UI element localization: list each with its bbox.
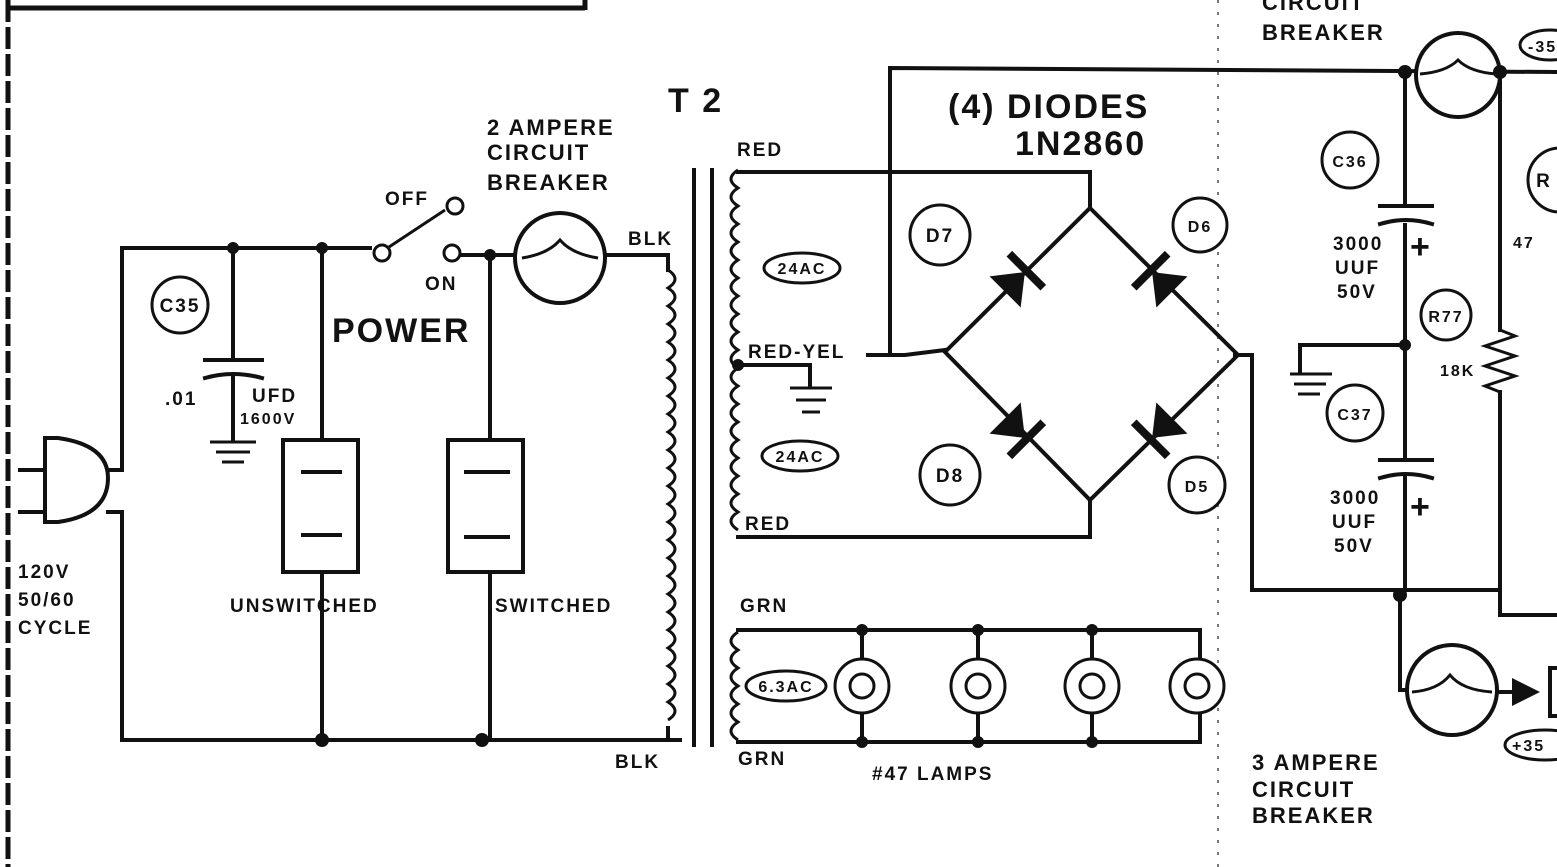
switch-on-label: ON [425, 274, 458, 295]
ac-plug [18, 436, 111, 524]
c35-label: C35 [160, 296, 201, 317]
breaker-3a-line2: CIRCUIT [1252, 777, 1355, 802]
d8-label: D8 [936, 466, 964, 487]
component-c36: C36 [1320, 130, 1380, 190]
component-d8: D8 [918, 443, 982, 507]
c36-label: C36 [1332, 154, 1367, 171]
circuit-breaker-top [1414, 31, 1502, 119]
wire-red-top: RED [737, 140, 783, 161]
breaker-top-line2: BREAKER [1262, 20, 1385, 45]
transformer-t2 [665, 168, 741, 747]
lamp-icon [949, 657, 1007, 715]
breaker-2a-line3: BREAKER [487, 170, 610, 195]
c37-label: C37 [1337, 407, 1372, 424]
breaker-2a-line2: CIRCUIT [487, 140, 590, 165]
ground-icon [1290, 372, 1332, 396]
c37-value-2: UUF [1332, 512, 1377, 533]
lamp-icon [1063, 657, 1121, 715]
wire-grn-top: GRN [740, 596, 788, 617]
component-r77: R77 [1419, 288, 1473, 342]
svg-text:+35: +35 [1512, 738, 1545, 755]
page-frame [5, 0, 1219, 867]
breaker-2a-line1: 2 AMPERE [487, 115, 615, 140]
input-voltage: 120V [18, 562, 70, 583]
secondary-wiring [736, 65, 1557, 692]
c35-value-1: .01 [165, 389, 197, 410]
wire-red-bottom: RED [745, 514, 791, 535]
d7-label: D7 [926, 226, 954, 247]
c37-value-1: 3000 [1330, 488, 1380, 509]
component-d6: D6 [1171, 196, 1229, 254]
junctions-secondary [732, 65, 1507, 602]
lamps-label: #47 LAMPS [872, 764, 993, 785]
switch-off-label: OFF [385, 189, 429, 210]
c37-plus: + [1410, 488, 1432, 526]
voltage-tag-24ac-top: 24AC [762, 251, 842, 285]
capacitor-c37 [1377, 458, 1435, 481]
outlet-unswitched [281, 438, 360, 574]
switched-label: SWITCHED [495, 596, 612, 617]
transformer-label: T 2 [668, 82, 723, 120]
r77-label: R77 [1428, 309, 1463, 326]
circuit-breaker-2a [513, 211, 607, 305]
component-d7: D7 [908, 203, 972, 267]
wire-blk-bottom: BLK [615, 752, 660, 773]
diodes-title: (4) DIODES [948, 88, 1149, 126]
voltage-tag-pos-output: +35 [1503, 728, 1557, 762]
ground-icon [790, 386, 832, 414]
svg-text:6.3AC: 6.3AC [758, 679, 813, 696]
power-label: POWER [332, 312, 470, 350]
input-cycle: CYCLE [18, 618, 92, 639]
c35-value-2: UFD [252, 386, 297, 407]
voltage-tag-neg-output: -35 [1518, 28, 1557, 62]
r77-value: 18K [1440, 363, 1475, 380]
component-r-partial: R [1526, 146, 1557, 214]
c36-plus: + [1410, 228, 1432, 266]
diode-bridge [942, 205, 1241, 503]
r-partial-label: R [1536, 171, 1552, 192]
breaker-top-line1: CIRCUIT [1262, 0, 1365, 15]
junctions-primary [227, 242, 496, 747]
svg-text:24AC: 24AC [778, 261, 827, 278]
component-d5: D5 [1167, 455, 1227, 515]
voltage-tag-24ac-bottom: 24AC [760, 439, 840, 473]
r-partial-value: 47 [1513, 235, 1535, 252]
voltage-tag-lamp-ac: 6.3AC [744, 669, 828, 703]
lamp-circuit [736, 624, 1202, 748]
lamp-icon [1168, 657, 1226, 715]
capacitor-c36 [1377, 204, 1435, 227]
diodes-part: 1N2860 [1015, 125, 1146, 163]
wire-grn-bottom: GRN [738, 749, 786, 770]
c36-value-2: UUF [1335, 258, 1380, 279]
diode-d8-symbol [989, 402, 1047, 460]
wire-red-yel: RED-YEL [748, 342, 845, 363]
c36-value-3: 50V [1337, 282, 1377, 303]
d6-label: D6 [1188, 219, 1212, 236]
unswitched-label: UNSWITCHED [230, 596, 379, 617]
svg-text:24AC: 24AC [776, 449, 825, 466]
component-c35: C35 [150, 275, 210, 335]
c36-value-1: 3000 [1333, 234, 1383, 255]
diode-d6-symbol [1130, 250, 1188, 308]
diode-d5-symbol [1130, 402, 1188, 460]
breaker-3a-line1: 3 AMPERE [1252, 750, 1380, 775]
circuit-breaker-3a [1405, 643, 1557, 737]
d5-label: D5 [1185, 479, 1209, 496]
c35-value-3: 1600V [240, 411, 296, 428]
ground-icon [210, 440, 256, 464]
resistor-r77 [1480, 328, 1520, 394]
breaker-3a-line3: BREAKER [1252, 803, 1375, 828]
wire-blk-top: BLK [628, 229, 673, 250]
svg-text:-35: -35 [1528, 39, 1557, 56]
power-switch [372, 196, 465, 263]
outlet-switched [446, 438, 525, 574]
component-c37: C37 [1325, 383, 1385, 443]
c37-value-3: 50V [1334, 536, 1374, 557]
capacitor-c35 [202, 358, 265, 464]
input-frequency: 50/60 [18, 590, 76, 611]
diode-d7-symbol [989, 250, 1047, 308]
lamp-icon [833, 657, 891, 715]
